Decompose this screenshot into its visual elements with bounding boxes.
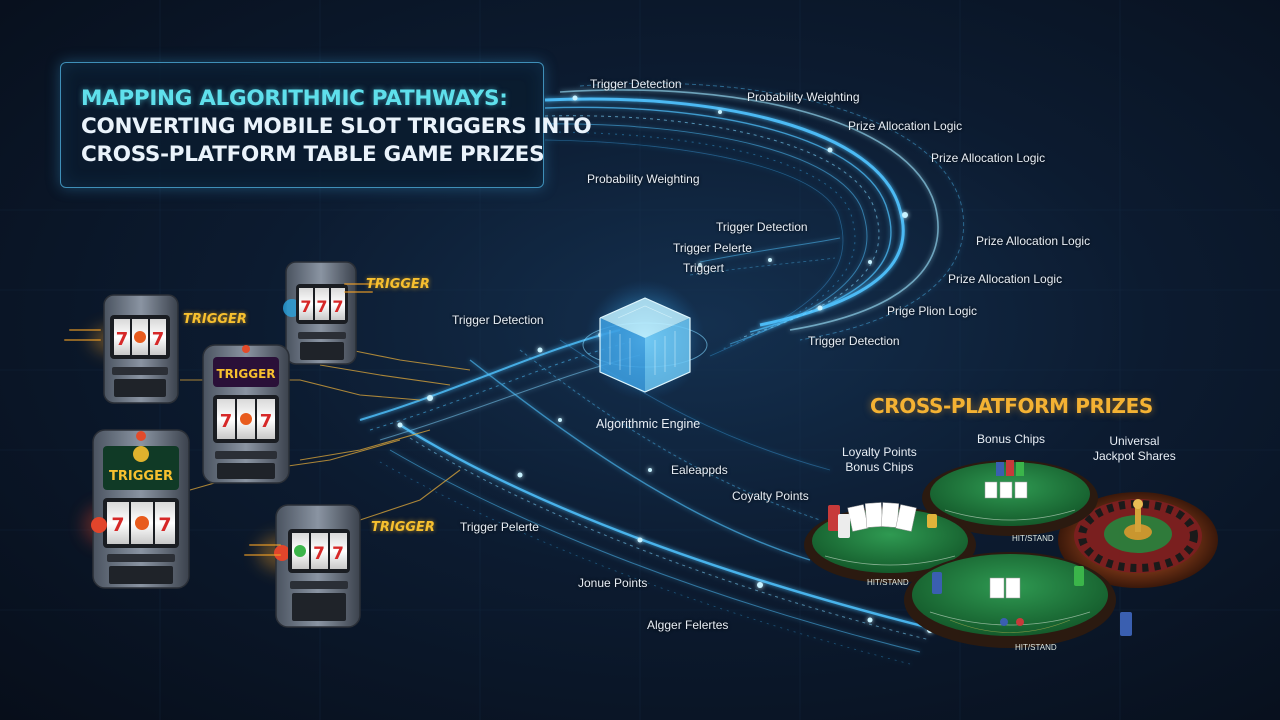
slot-machine-4: TRIGGER 7 7 <box>83 429 190 589</box>
path-label: Jonue Points <box>578 576 648 590</box>
slot-symbol-seven: 7 <box>332 297 343 316</box>
path-label: Trigger Detection <box>452 313 544 327</box>
slot-symbol-seven: 7 <box>260 411 273 432</box>
path-label: Probability Weighting <box>587 172 700 186</box>
slot-symbol-seven: 7 <box>158 514 171 536</box>
trigger-tag: TRIGGER <box>371 520 435 535</box>
blackjack-table-bottom <box>904 552 1132 648</box>
prize-jackpot-label: Universal Jackpot Shares <box>1093 434 1176 463</box>
algorithmic-engine <box>582 280 708 400</box>
slot-symbol-seven: 7 <box>316 297 327 316</box>
table-label: HIT/STAND <box>867 578 909 587</box>
path-label: Coyalty Points <box>732 489 809 503</box>
title-line-1: MAPPING ALGORITHMIC PATHWAYS: <box>81 86 508 111</box>
path-label: Prize Allocation Logic <box>948 272 1063 286</box>
trigger-tag: TRIGGER <box>366 277 430 292</box>
slot-symbol-seven: 7 <box>152 329 165 350</box>
slot-trigger-sign: TRIGGER <box>216 367 275 381</box>
upper-data-stream <box>544 82 965 357</box>
prize-bonus-chips-label: Bonus Chips <box>977 432 1046 446</box>
slot-trigger-sign: TRIGGER <box>109 469 173 484</box>
slot-symbol-seven: 7 <box>116 329 129 350</box>
path-label: Prize Allocation Logic <box>848 119 963 133</box>
path-label: Trigger Detection <box>808 334 900 348</box>
table-label: HIT/STAND <box>1015 643 1057 652</box>
path-label: Trigger Pelerte <box>460 520 539 534</box>
path-label: Prize Allocation Logic <box>976 234 1091 248</box>
slot-machine-5: 7 7 <box>258 504 361 628</box>
path-label: Trigger Detection <box>716 220 808 234</box>
engine-label: Algorithmic Engine <box>596 417 701 431</box>
slot-symbol-seven: 7 <box>300 297 311 316</box>
path-label: Trigger Detection <box>590 77 682 91</box>
prizes-title: CROSS-PLATFORM PRIZES <box>870 394 1153 418</box>
slot-symbol-seven: 7 <box>332 544 344 564</box>
path-label: Triggert <box>683 261 724 275</box>
path-label: Prize Allocation Logic <box>931 151 1046 165</box>
title-line-2: CONVERTING MOBILE SLOT TRIGGERS INTO <box>81 114 592 139</box>
path-label: Ealeappds <box>671 463 728 477</box>
slot-machine-1: 7 7 <box>90 294 179 404</box>
path-label: Trigger Pelerte <box>673 241 752 255</box>
path-label: Probability Weighting <box>747 90 860 104</box>
slot-connectors <box>180 349 471 521</box>
title-panel: MAPPING ALGORITHMIC PATHWAYS: CONVERTING… <box>60 62 592 188</box>
slot-symbol-seven: 7 <box>313 544 325 564</box>
path-label: Algger Felertes <box>647 618 729 632</box>
slot-machine-3: TRIGGER 7 7 <box>202 344 290 484</box>
slot-machine-2: 7 7 7 <box>283 261 357 365</box>
blackjack-table-left <box>804 502 976 583</box>
trigger-streaks <box>64 283 379 556</box>
trigger-tag: TRIGGER <box>183 312 247 327</box>
prize-loyalty-label: Loyalty Points Bonus Chips <box>842 445 917 474</box>
path-label: Prige Plion Logic <box>887 304 978 318</box>
title-line-3: CROSS-PLATFORM TABLE GAME PRIZES <box>81 142 545 167</box>
slot-symbol-seven: 7 <box>111 514 124 536</box>
roulette-wheel <box>1058 492 1218 588</box>
slot-symbol-seven: 7 <box>220 411 233 432</box>
table-label: HIT/STAND <box>1012 534 1054 543</box>
blackjack-table-top <box>922 460 1098 536</box>
